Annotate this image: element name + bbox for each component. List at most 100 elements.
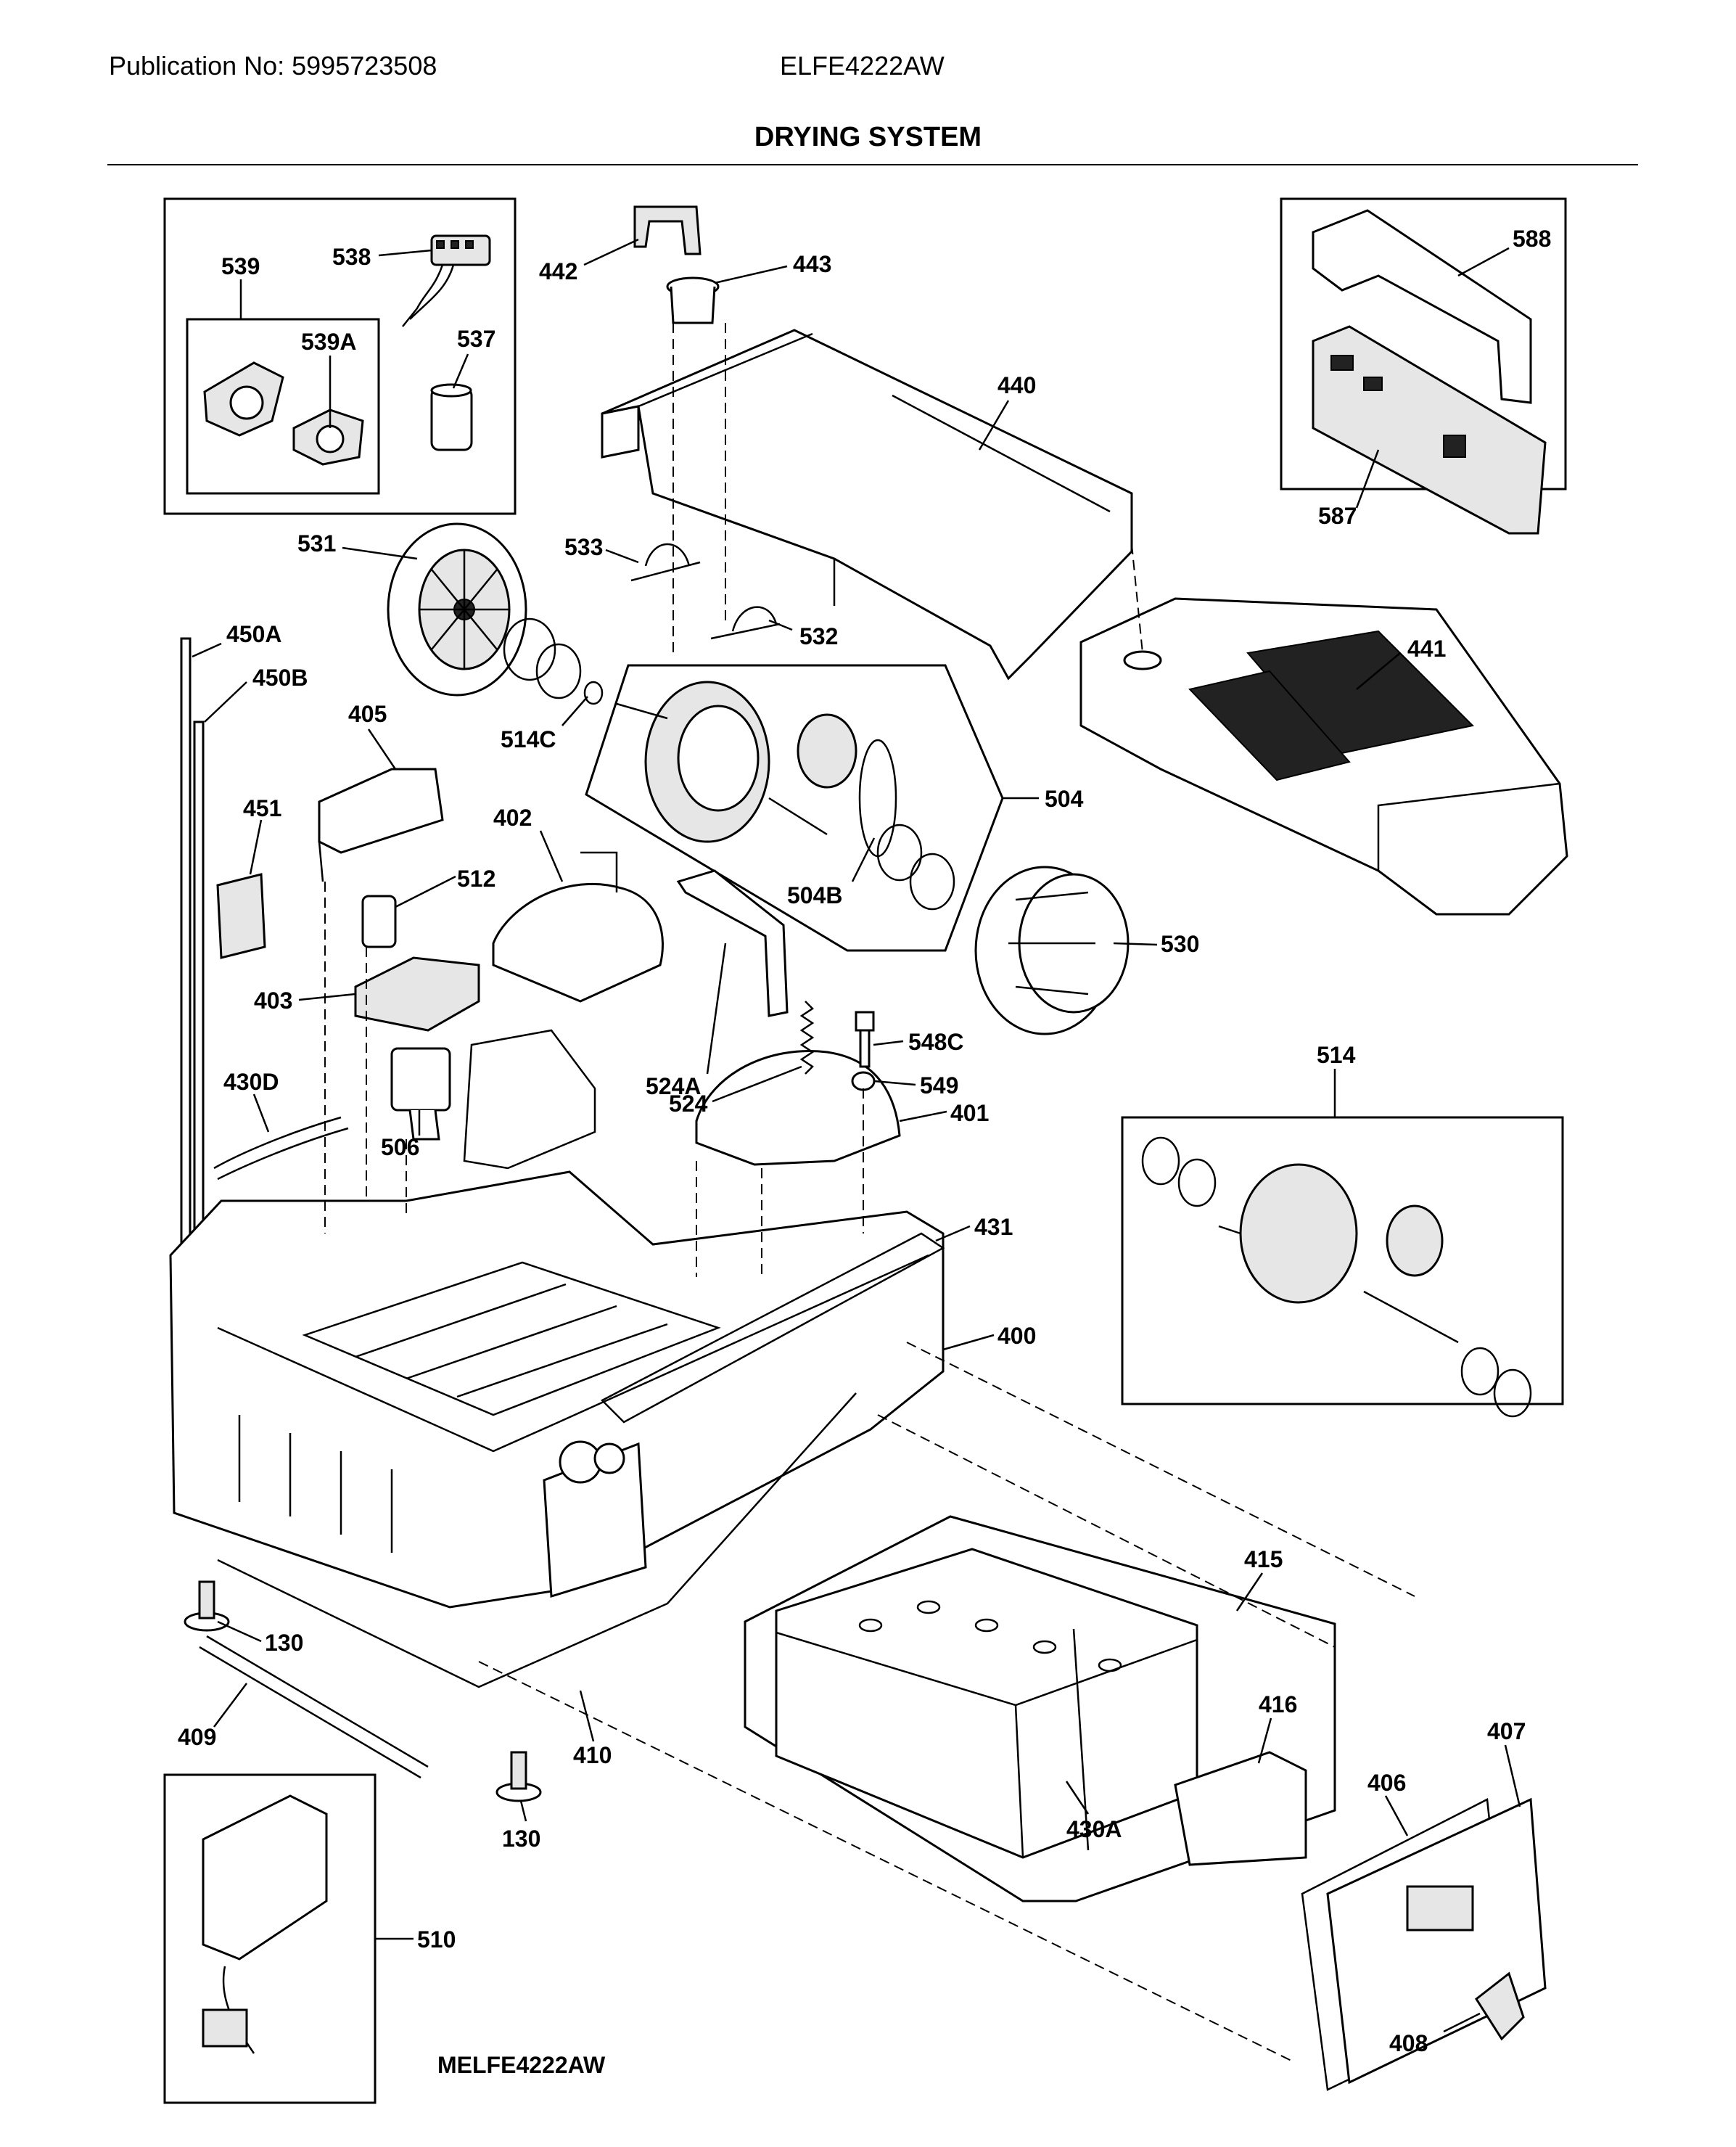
callout-430d: 430D — [223, 1069, 279, 1095]
hose-430d — [213, 1116, 349, 1181]
fan-wheel-531 — [387, 522, 527, 697]
sensor-512 — [361, 895, 397, 948]
leader-430a — [1065, 1781, 1090, 1815]
leader-415 — [1235, 1572, 1264, 1612]
duct-401 — [695, 1050, 901, 1166]
assembly-line-a — [672, 323, 726, 653]
inset-box-539 — [186, 318, 380, 495]
callout-400: 400 — [997, 1323, 1036, 1349]
leader-524 — [712, 1065, 802, 1103]
leader-400 — [942, 1334, 995, 1351]
leader-431 — [935, 1225, 971, 1242]
callout-443: 443 — [793, 251, 831, 277]
strap-532 — [710, 606, 781, 640]
inset-box-539-group — [163, 197, 517, 515]
leader-410 — [579, 1690, 595, 1742]
leader-451 — [249, 819, 263, 875]
terminal-block-538 — [402, 234, 491, 327]
callout-539a: 539A — [301, 329, 357, 355]
callout-588: 588 — [1513, 226, 1551, 252]
callout-440: 440 — [997, 372, 1036, 398]
callout-531: 531 — [297, 530, 336, 557]
callout-530: 530 — [1161, 931, 1199, 957]
leveling-foot-130-left — [184, 1580, 230, 1632]
seal-rings-514c — [503, 617, 604, 705]
callout-512: 512 — [457, 866, 495, 892]
motor-514 — [1141, 1136, 1532, 1418]
callout-538: 538 — [332, 244, 371, 270]
callout-409: 409 — [178, 1724, 216, 1750]
bracket-524a — [676, 869, 789, 1017]
inset-box-504 — [585, 664, 1004, 952]
blower-wheel-530 — [974, 866, 1130, 1035]
base-400 — [169, 1029, 945, 1609]
motor-504 — [616, 681, 955, 911]
callout-504b: 504B — [787, 882, 843, 908]
leader-441 — [1356, 652, 1401, 690]
hose-409 — [199, 1635, 429, 1779]
leader-532 — [768, 619, 793, 631]
assembly-line-d — [696, 1088, 864, 1277]
duct-cover-440 — [601, 329, 1133, 681]
callout-408: 408 — [1389, 2030, 1428, 2056]
leader-440 — [978, 400, 1010, 451]
callout-532: 532 — [799, 623, 838, 649]
callout-130-right: 130 — [502, 1826, 540, 1852]
tube-450b — [193, 721, 205, 1275]
callout-407: 407 — [1487, 1718, 1526, 1744]
inset-box-587-588 — [1280, 197, 1567, 490]
leader-407 — [1504, 1744, 1521, 1807]
inset-box-514 — [1121, 1116, 1564, 1405]
housing-403 — [354, 956, 480, 1032]
shield-405 — [318, 768, 444, 882]
duct-416 — [1174, 1751, 1307, 1866]
callout-415: 415 — [1244, 1546, 1283, 1572]
callout-524a: 524A — [646, 1073, 702, 1099]
callout-450b: 450B — [252, 665, 308, 691]
callout-450a: 450A — [226, 621, 282, 647]
bracket-442 — [633, 205, 702, 255]
leader-130-left — [217, 1620, 262, 1643]
assembly-line-c — [324, 882, 407, 1233]
callout-514c: 514C — [501, 726, 556, 752]
leader-512 — [395, 875, 456, 908]
condenser-housing-441 — [1079, 597, 1568, 916]
latch-408 — [1475, 1971, 1525, 2041]
spring-524 — [799, 1001, 815, 1075]
leader-504b — [851, 837, 876, 882]
callout-431: 431 — [974, 1214, 1013, 1240]
assembly-line-b — [1131, 543, 1143, 654]
callout-587: 587 — [1318, 503, 1357, 529]
assembly-line-e — [877, 1342, 1415, 1648]
leader-402 — [539, 830, 564, 882]
callout-451: 451 — [243, 795, 281, 821]
callout-504: 504 — [1045, 786, 1084, 812]
leader-409 — [213, 1683, 247, 1728]
callout-442: 442 — [539, 258, 577, 284]
leader-408 — [1443, 2012, 1481, 2033]
leader-450b — [204, 681, 247, 723]
leader-406 — [1384, 1795, 1409, 1836]
bracket-451 — [216, 873, 266, 959]
leader-443 — [714, 265, 788, 284]
leader-537 — [452, 353, 469, 389]
capacitor-537 — [430, 383, 473, 451]
page-title: DRYING SYSTEM — [754, 122, 982, 152]
model-number: ELFE4222AW — [780, 51, 945, 81]
callout-539: 539 — [221, 253, 260, 279]
callout-514: 514 — [1317, 1042, 1356, 1068]
callout-441: 441 — [1407, 636, 1446, 662]
front-panel-407 — [1326, 1797, 1547, 2085]
leader-531 — [342, 546, 418, 560]
leader-130-right — [519, 1800, 527, 1822]
callout-506: 506 — [381, 1134, 419, 1160]
leader-405 — [367, 728, 397, 770]
callout-406: 406 — [1367, 1770, 1406, 1796]
sleeve-443 — [666, 276, 720, 324]
leader-403 — [298, 993, 356, 1001]
callout-510: 510 — [417, 1926, 456, 1953]
pump-506 — [390, 1047, 451, 1141]
tube-450a — [180, 637, 192, 1271]
leader-588 — [1457, 247, 1510, 277]
